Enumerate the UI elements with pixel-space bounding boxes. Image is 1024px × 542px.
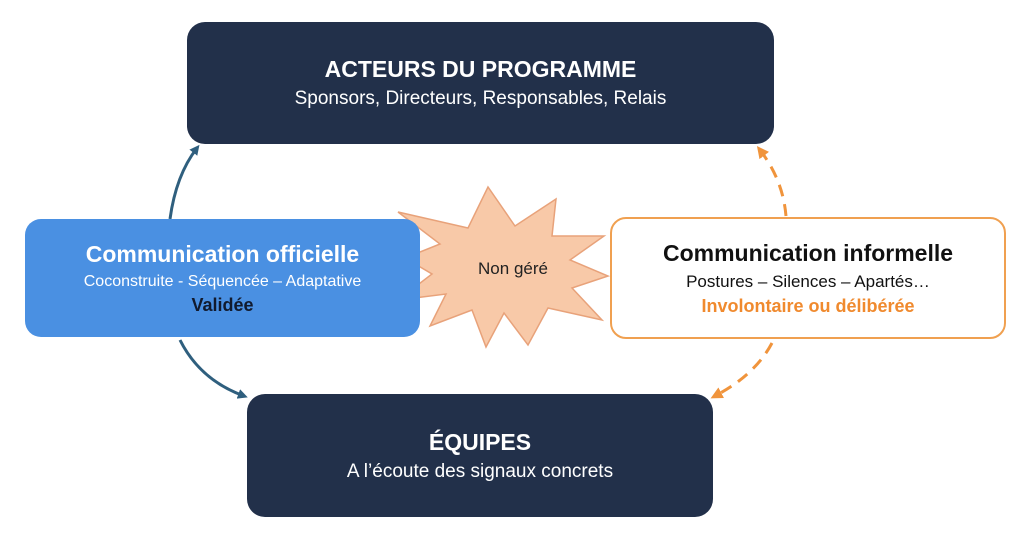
official-communication-subtitle: Coconstruite - Séquencée – Adaptative — [83, 273, 362, 290]
official-communication-title: Communication officielle — [85, 241, 360, 267]
burst-label: Non géré — [478, 259, 548, 278]
informal-communication-box: Communication informelle Postures – Sile… — [610, 217, 1006, 339]
teams-box: ÉQUIPES A l’écoute des signaux concrets — [247, 394, 713, 517]
program-actors-subtitle: Sponsors, Directeurs, Responsables, Rela… — [294, 88, 667, 109]
program-actors-title: ACTEURS DU PROGRAMME — [324, 56, 637, 82]
official-communication-box: Communication officielle Coconstruite - … — [25, 219, 420, 337]
informal-communication-subtitle: Postures – Silences – Apartés… — [686, 272, 930, 291]
program-actors-box: ACTEURS DU PROGRAMME Sponsors, Directeur… — [187, 22, 774, 144]
informal-communication-emphasis: Involontaire ou délibérée — [701, 296, 915, 316]
teams-subtitle: A l’écoute des signaux concrets — [346, 460, 614, 482]
official-communication-emphasis: Validée — [191, 295, 254, 315]
informal-communication-title: Communication informelle — [662, 240, 954, 266]
teams-title: ÉQUIPES — [428, 428, 532, 455]
arrow-informal-to-bottom — [710, 342, 774, 399]
arrow-official-to-top — [168, 144, 200, 220]
arrow-official-to-bottom — [178, 339, 248, 399]
arrow-informal-to-top — [756, 146, 788, 217]
